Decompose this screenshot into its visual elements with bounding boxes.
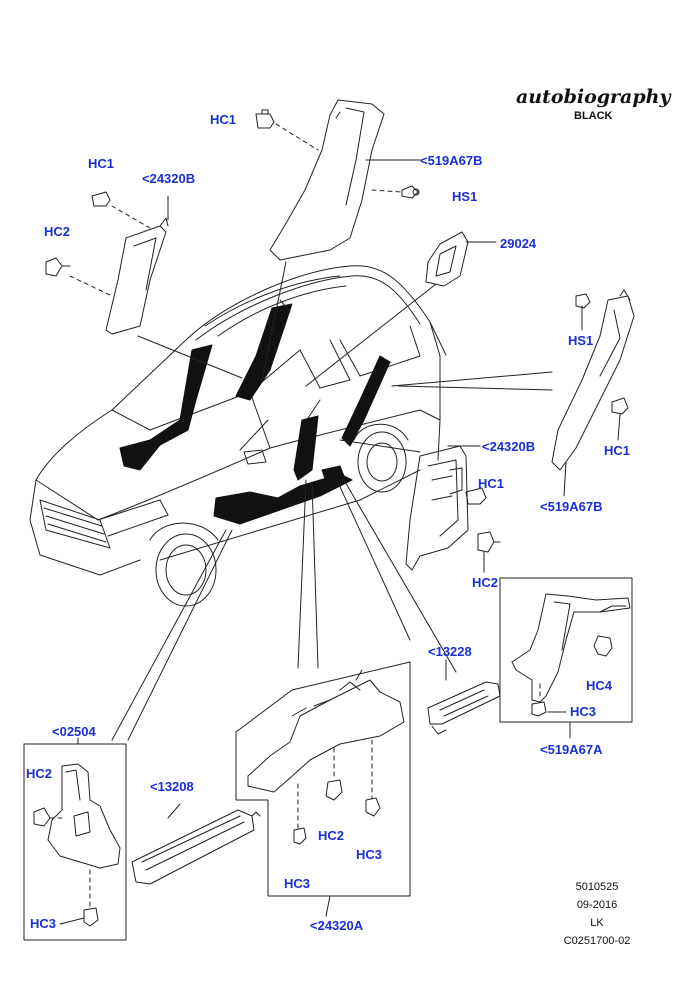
label-519a67a: <519A67A xyxy=(540,742,603,757)
label-hs1-top: HS1 xyxy=(452,189,478,204)
vehicle-trim-highlight xyxy=(119,303,391,525)
reference-code: C0251700-02 xyxy=(563,935,631,947)
leader-lines xyxy=(111,159,553,741)
hc1-clip-right xyxy=(611,397,629,415)
hc1-clip-left xyxy=(91,191,111,207)
label-hc3-box-center-l: HC3 xyxy=(284,876,311,891)
brand-variant: BLACK xyxy=(574,110,613,122)
label-hc1-left: HC1 xyxy=(88,156,115,171)
brand-name: autobiography xyxy=(516,86,671,108)
label-connectors xyxy=(59,305,621,925)
hc2-screw-left xyxy=(45,257,71,277)
label-02504: <02504 xyxy=(52,724,96,739)
scuff-plate-13228 xyxy=(427,681,501,735)
label-519a67b-top: <519A67B xyxy=(420,153,483,168)
label-hc2-mid: HC2 xyxy=(472,575,499,590)
scuff-plate-13208 xyxy=(131,809,261,885)
badge-29024 xyxy=(425,231,469,287)
hc1-clip-top xyxy=(255,109,275,129)
label-hc2-left: HC2 xyxy=(44,224,71,239)
assembly-lines-top xyxy=(69,123,403,297)
label-24320b-left: <24320B xyxy=(142,171,196,186)
b-pillar-trim-left xyxy=(105,217,169,335)
label-hs1-right: HS1 xyxy=(568,333,594,348)
label-hc1-top: HC1 xyxy=(210,112,237,127)
label-hc1-mid: HC1 xyxy=(478,476,505,491)
label-hc3-box-right: HC3 xyxy=(570,704,597,719)
label-24320a: <24320A xyxy=(310,918,364,933)
label-13208: <13208 xyxy=(150,779,194,794)
box-24320a xyxy=(235,661,411,897)
assembly-lines-box-center xyxy=(297,739,373,829)
c-pillar-trim-right xyxy=(551,289,635,471)
hc1-clip-mid xyxy=(465,487,487,505)
label-hc2-box-left: HC2 xyxy=(26,766,53,781)
vehicle-outline xyxy=(29,265,447,607)
label-29024: 29024 xyxy=(500,236,537,251)
reference-number: 5010525 xyxy=(575,881,619,893)
reference-region: LK xyxy=(590,917,604,929)
box-519a67a xyxy=(499,577,633,723)
lower-pillar-trim-middle xyxy=(405,445,469,571)
label-hc2-box-center: HC2 xyxy=(318,828,345,843)
label-hc3-box-left: HC3 xyxy=(30,916,57,931)
hs1-screw-top xyxy=(401,185,420,199)
label-13228: <13228 xyxy=(428,644,472,659)
box-02504 xyxy=(23,743,127,941)
a-pillar-trim xyxy=(269,99,385,261)
label-24320b-mid: <24320B xyxy=(482,439,536,454)
label-hc3-box-center-r: HC3 xyxy=(356,847,383,862)
reference-date: 09-2016 xyxy=(576,899,618,911)
hs1-screw-right xyxy=(575,293,591,309)
hc2-screw-mid xyxy=(477,531,501,553)
label-hc4-box: HC4 xyxy=(586,678,613,693)
label-hc1-right: HC1 xyxy=(604,443,631,458)
label-519a67b-right: <519A67B xyxy=(540,499,603,514)
assembly-lines-box-left xyxy=(49,817,91,907)
